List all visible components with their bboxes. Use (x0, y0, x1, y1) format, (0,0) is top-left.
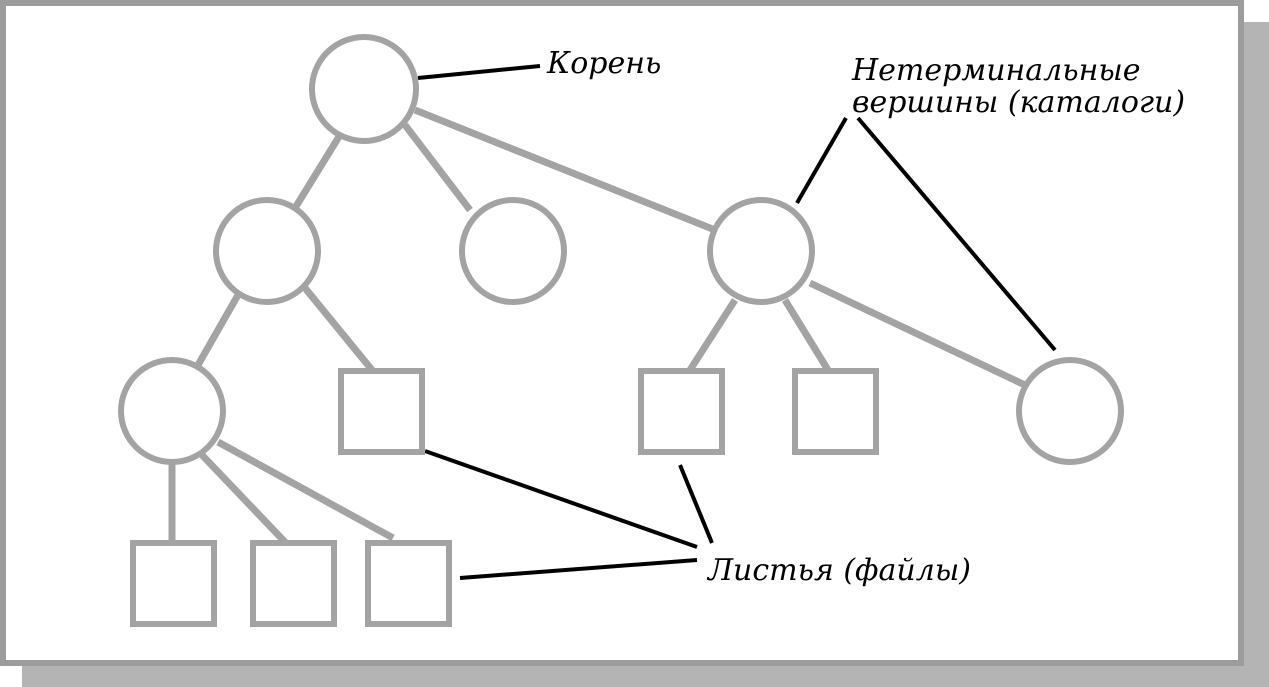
leaf-file (250, 540, 337, 627)
tree-edges (168, 106, 1027, 545)
edge-right-leaf2 (782, 298, 831, 372)
nonterminal-label-line2: вершины (каталоги) (852, 85, 1185, 120)
edge-root-right (413, 106, 717, 234)
directory-node-left (213, 197, 321, 305)
edge-sub-leaf3 (216, 438, 395, 542)
pointer-leaves-1 (424, 449, 698, 549)
leaves-label: Листья (файлы) (706, 553, 971, 588)
directory-node-middle (459, 197, 567, 305)
pointer-lines (417, 64, 1057, 580)
edge-right-rightchild (808, 279, 1027, 389)
pointer-leaves-2 (678, 464, 714, 544)
pointer-nonterminal-2 (856, 116, 1057, 352)
edge-root-left (292, 133, 343, 210)
directory-node-right (707, 197, 815, 305)
root-node (309, 34, 419, 144)
edge-root-mid (402, 122, 473, 213)
file-leaves (130, 368, 879, 627)
leaf-file (365, 540, 452, 627)
pointer-leaves-3 (459, 558, 698, 580)
pointer-nonterminal-1 (795, 117, 848, 204)
directory-nodes (118, 34, 1124, 465)
root-label: Корень (546, 46, 661, 81)
directory-node-sub (118, 357, 226, 465)
edge-sub-leaf2 (199, 452, 288, 545)
leaf-file (130, 540, 217, 627)
edge-right-leaf1 (687, 298, 738, 372)
pointer-root (417, 64, 541, 80)
edge-left-leftchild (194, 293, 242, 367)
leaf-file (792, 368, 879, 455)
edge-left-leaf (302, 285, 375, 373)
nonterminal-label-line1: Нетерминальные (851, 53, 1141, 88)
directory-node-far-right (1016, 357, 1124, 465)
leaf-file (638, 368, 725, 455)
leaf-file (338, 368, 425, 455)
